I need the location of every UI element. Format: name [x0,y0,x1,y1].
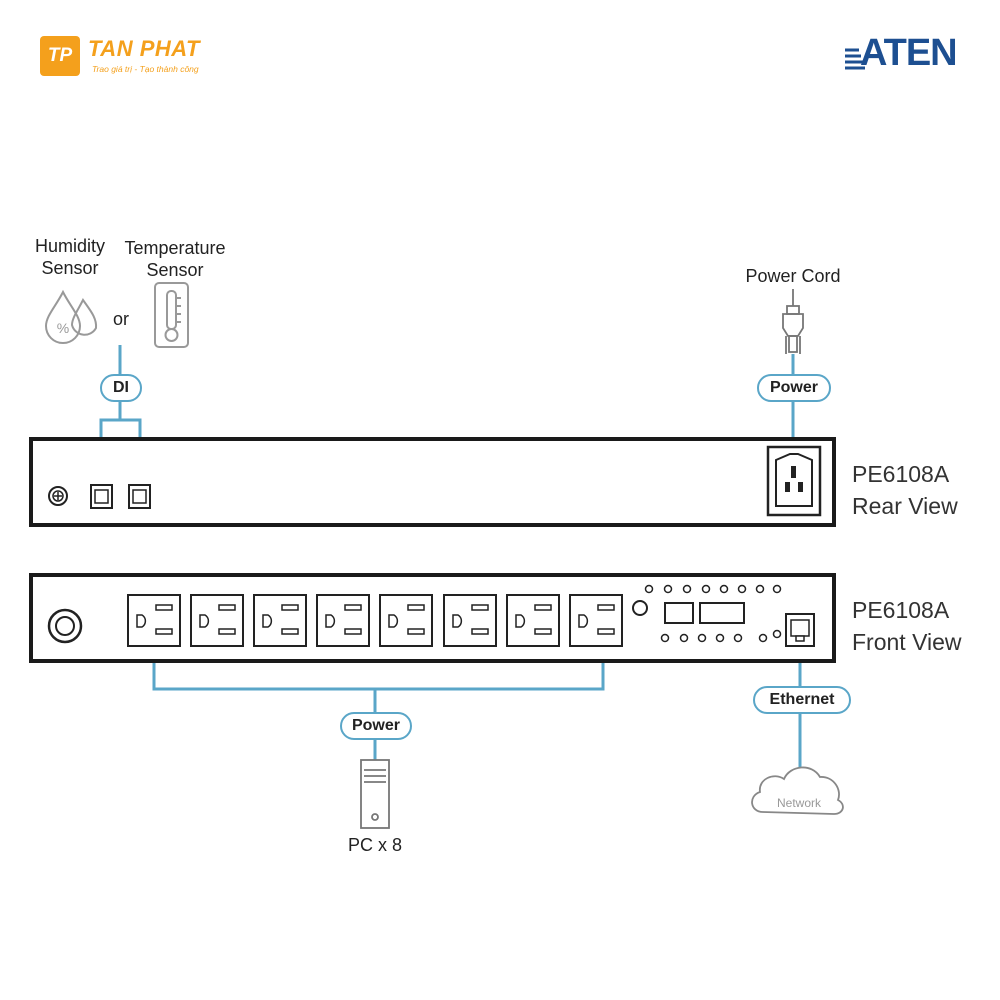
tan-phat-name: TAN PHAT [88,36,200,61]
pc-count-label: PC x 8 [347,835,403,855]
rear-view-model: PE6108A [852,461,950,487]
ground-screw-icon [48,486,68,506]
humidity-label-line2: Sensor [41,258,99,278]
power-cord-label: Power Cord [745,266,841,286]
outlet-8 [569,594,623,647]
ethernet-port [785,613,815,647]
front-view-caption: Front View [852,629,962,655]
or-label: or [112,309,129,329]
front-view-model: PE6108A [852,597,950,623]
front-power-connector-label: Power [340,712,412,740]
thermometer-icon [154,282,189,348]
outlet-6 [443,594,497,647]
temperature-label-line1: Temperature [124,238,226,258]
status-leds [632,584,782,643]
front-panel [29,573,836,663]
tan-phat-slogan: Trao giá trị - Tạo thành công [92,64,199,74]
outlet-4 [316,594,370,647]
outlet-2 [190,594,244,647]
svg-text:%: % [57,320,69,336]
lcd-display [664,602,745,624]
power-inlet [766,445,822,517]
pc-tower-icon [360,759,390,829]
power-switch-icon [47,608,83,644]
humidity-sensor-label: Humidity Sensor [24,235,116,279]
humidity-label-line1: Humidity [34,236,105,256]
di-connector-label: DI [100,374,142,402]
front-view-label: PE6108A Front View [852,594,962,658]
cloud-icon [751,766,844,815]
rear-view-caption: Rear View [852,493,958,519]
sensor-port-2 [128,484,151,509]
outlet-7 [506,594,560,647]
outlet-3 [253,594,307,647]
aten-logo-mark [845,48,865,70]
temperature-label-line2: Sensor [146,260,204,280]
temperature-sensor-label: Temperature Sensor [115,237,235,281]
aten-logo: ATEN [860,32,958,74]
rear-view-label: PE6108A Rear View [852,458,958,522]
tan-phat-monogram: TP [40,36,80,76]
outlet-1 [127,594,181,647]
ethernet-connector-label: Ethernet [753,686,851,714]
outlet-group [127,594,623,647]
power-plug-icon [782,289,804,354]
outlet-5 [379,594,433,647]
connector-lines [99,345,802,775]
network-label: Network [776,796,821,810]
rear-power-connector-label: Power [757,374,831,402]
sensor-port-1 [90,484,113,509]
humidity-drops-icon: % [44,289,98,344]
rear-panel [29,437,836,527]
